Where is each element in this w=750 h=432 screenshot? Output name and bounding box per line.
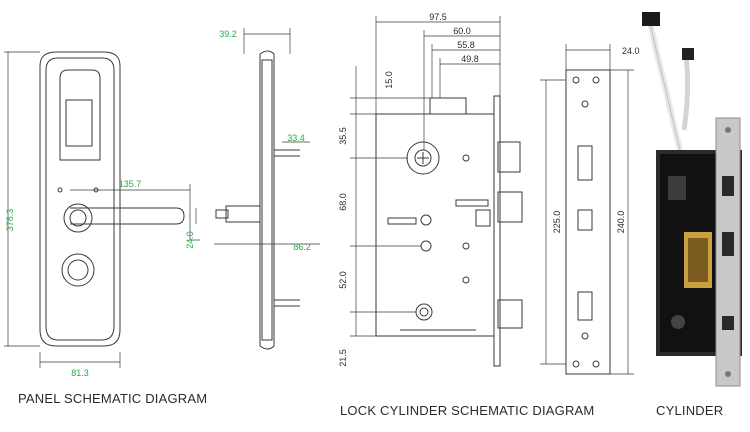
dimension-labels: 378.3 135.7 24.0 81.3 39.2 33.4 86.2 — [5, 29, 311, 378]
dim-lock-15: 15.0 — [384, 71, 394, 89]
panel-front-view — [39, 51, 185, 347]
dim-faceplate-inner: 225.0 — [552, 211, 562, 234]
dim-lock-55: 55.8 — [457, 40, 475, 50]
dim-lock-35: 35.5 — [338, 127, 348, 145]
panel-dimension-lines — [4, 51, 200, 368]
dim-lock-49: 49.8 — [461, 54, 479, 64]
lock-labels: 97.5 60.0 55.8 49.8 15.0 35.5 68.0 52.0 … — [338, 12, 640, 367]
lock-dimension-lines — [350, 16, 501, 337]
dim-faceplate-thickness: 24.0 — [622, 46, 640, 56]
dim-faceplate-outer: 240.0 — [616, 211, 626, 234]
dim-lock-60: 60.0 — [453, 26, 471, 36]
dim-lock-width: 97.5 — [429, 12, 447, 22]
cylinder-illustration — [642, 12, 742, 387]
dim-lock-68: 68.0 — [338, 193, 348, 211]
dim-handle-length: 135.7 — [119, 179, 142, 189]
dim-handle-offset: 24.0 — [185, 231, 195, 249]
faceplate-dimension-lines — [540, 44, 634, 375]
dim-panel-width: 81.3 — [71, 368, 89, 378]
side-dimension-lines — [214, 28, 320, 245]
dim-spindle-upper: 33.4 — [287, 133, 305, 143]
lock-body — [375, 95, 523, 367]
caption-lock-cylinder: LOCK CYLINDER SCHEMATIC DIAGRAM — [340, 403, 595, 418]
panel-side-view — [215, 50, 300, 350]
caption-cylinder: CYLINDER — [656, 403, 724, 418]
dim-panel-height: 378.3 — [5, 209, 15, 232]
faceplate — [565, 69, 611, 375]
caption-panel: PANEL SCHEMATIC DIAGRAM — [18, 391, 208, 406]
dim-spindle-lower: 86.2 — [293, 242, 311, 252]
dim-lock-21: 21.5 — [338, 349, 348, 367]
dim-side-thickness: 39.2 — [219, 29, 237, 39]
dim-lock-52: 52.0 — [338, 271, 348, 289]
